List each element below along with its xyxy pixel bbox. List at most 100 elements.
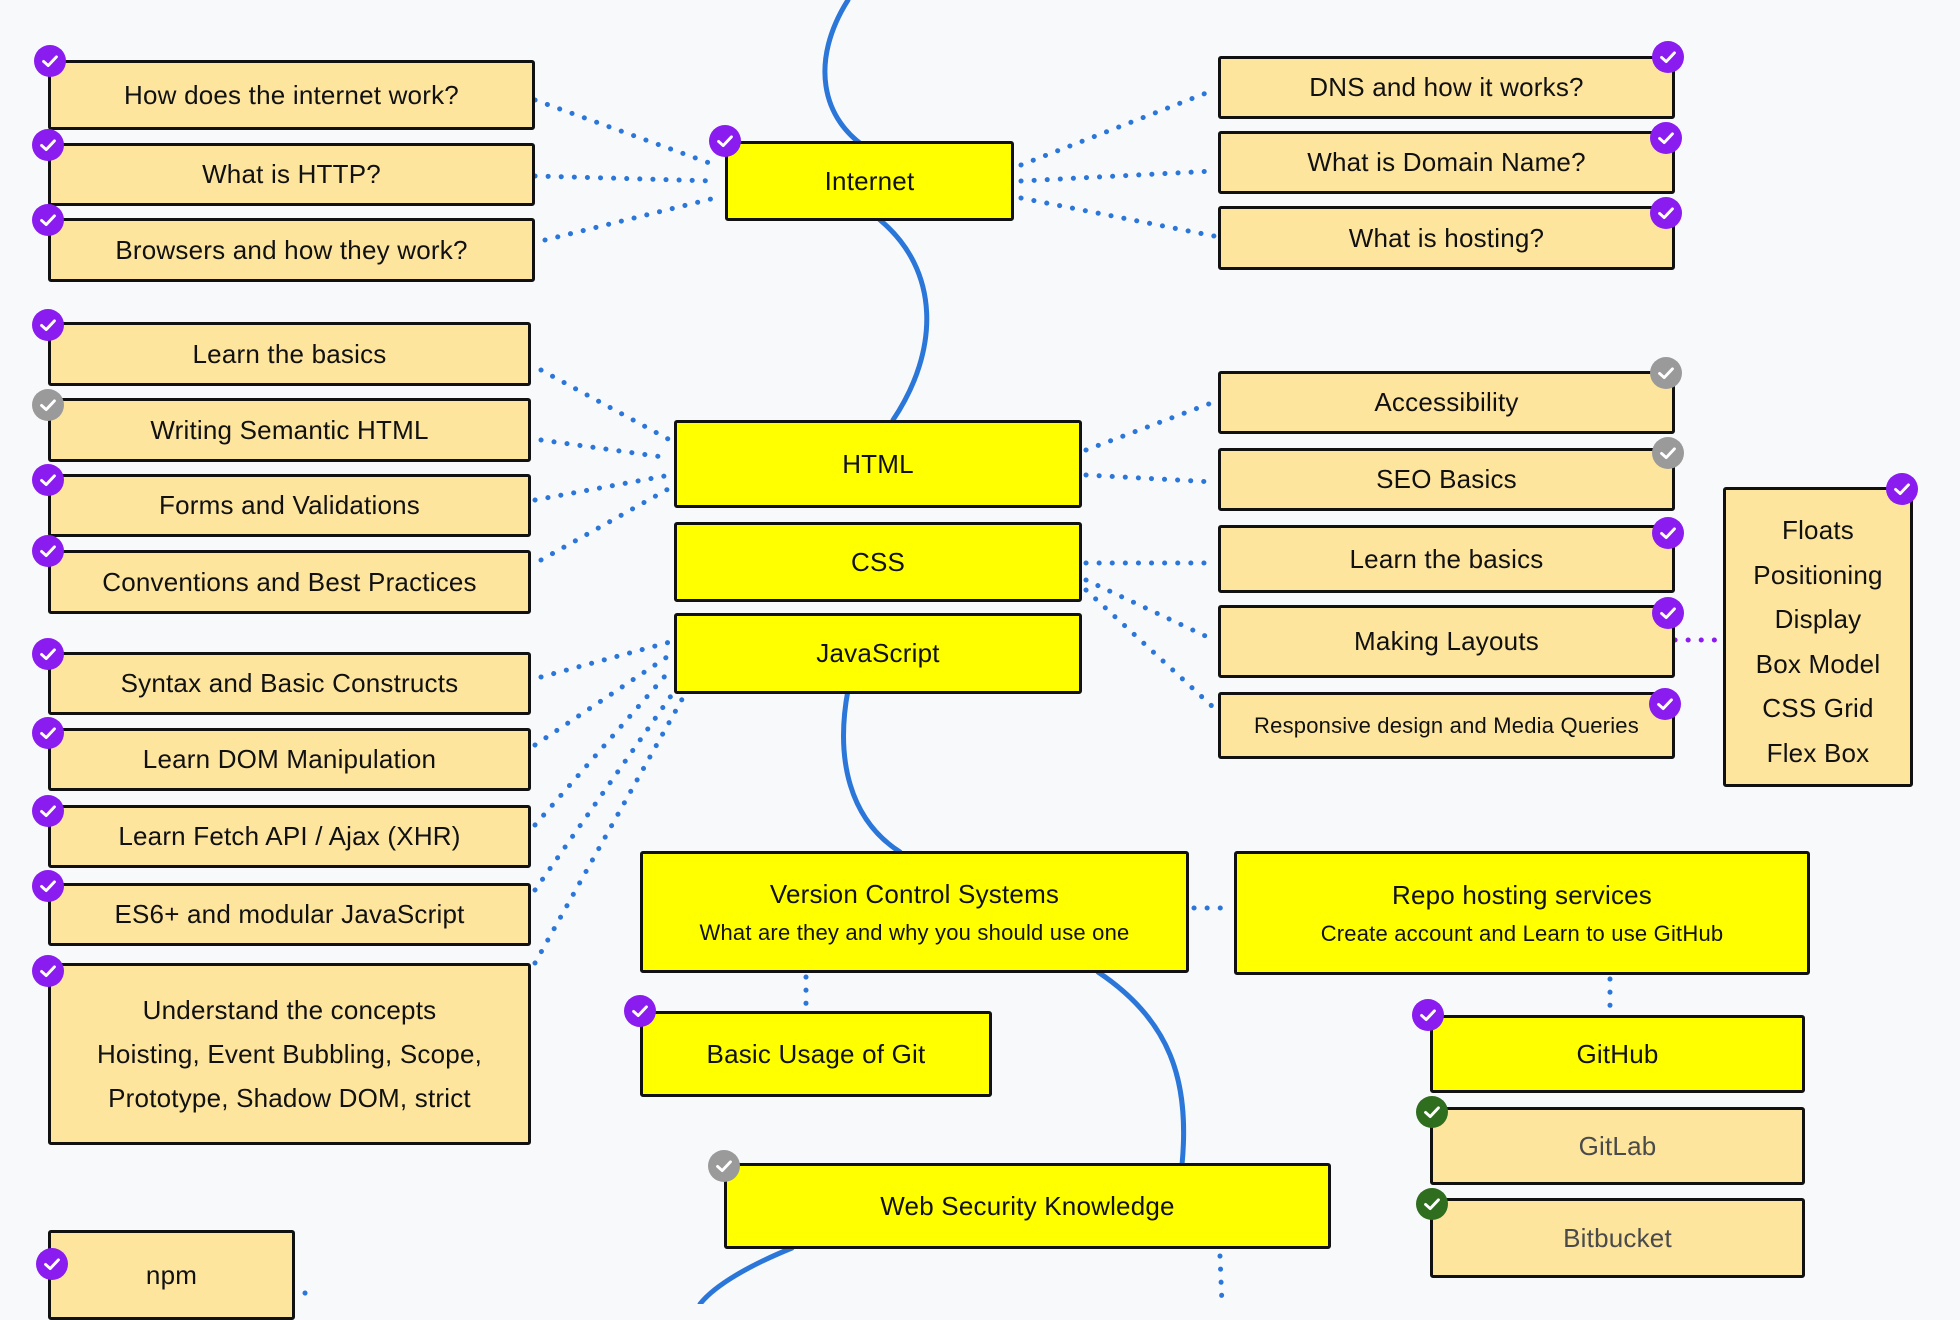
topic-fetch-api[interactable]: Learn Fetch API / Ajax (XHR) [48,805,531,868]
layout-item-css-grid[interactable]: CSS Grid [1762,693,1874,723]
dotted-connector-17 [532,652,673,748]
topic-label: What is hosting? [1348,222,1545,253]
roadmap-main-path [697,0,1187,1304]
done-check-icon[interactable] [1650,197,1682,229]
done-check-icon[interactable] [1652,517,1684,549]
topic-conventions[interactable]: Conventions and Best Practices [48,550,531,614]
done-check-icon[interactable] [32,535,64,567]
done-check-icon[interactable] [1412,999,1444,1031]
done-check-icon[interactable] [32,795,64,827]
topic-domain-name[interactable]: What is Domain Name? [1218,131,1675,194]
dotted-connector-14 [1083,587,1217,711]
skipped-check-icon[interactable] [1652,437,1684,469]
node-basic-git[interactable]: Basic Usage of Git [640,1011,992,1097]
layout-item-display[interactable]: Display [1774,604,1862,634]
concepts-title: Understand the concepts [142,995,437,1025]
dotted-connector-24 [1217,1253,1225,1304]
done-check-icon[interactable] [32,638,64,670]
topic-dns[interactable]: DNS and how it works? [1218,56,1675,119]
dotted-connector-6 [538,367,673,443]
alternative-check-icon[interactable] [1416,1188,1448,1220]
topic-es6-modular[interactable]: ES6+ and modular JavaScript [48,883,531,946]
alternative-check-icon[interactable] [1416,1096,1448,1128]
layout-topics-list[interactable]: Floats Positioning Display Box Model CSS… [1723,487,1913,787]
skipped-check-icon[interactable] [708,1150,740,1182]
layout-item-floats[interactable]: Floats [1781,515,1854,545]
done-check-icon[interactable] [32,309,64,341]
dotted-connector-2 [542,195,718,243]
node-html[interactable]: HTML [674,420,1082,508]
topic-accessibility[interactable]: Accessibility [1218,371,1675,434]
done-check-icon[interactable] [1649,688,1681,720]
done-check-icon[interactable] [709,125,741,157]
concepts-line-2: Hoisting, Event Bubbling, Scope, [96,1039,483,1069]
done-check-icon[interactable] [1652,597,1684,629]
done-check-icon[interactable] [32,955,64,987]
layout-item-flex-box[interactable]: Flex Box [1766,737,1870,768]
layout-item-box-model[interactable]: Box Model [1755,648,1881,679]
topic-label: How does the internet work? [124,79,459,110]
topic-label: Browsers and how they work? [115,234,468,265]
dotted-connector-1 [532,173,718,184]
topic-hosting[interactable]: What is hosting? [1218,206,1675,270]
dotted-connector-4 [1018,168,1217,184]
topic-label: Learn Fetch API / Ajax (XHR) [118,821,461,851]
web-security-label: Web Security Knowledge [880,1190,1175,1221]
node-javascript-label: JavaScript [816,638,940,668]
topic-label: What is Domain Name? [1307,147,1586,177]
done-check-icon[interactable] [32,204,64,236]
topic-seo-basics[interactable]: SEO Basics [1218,448,1675,511]
dotted-connector-7 [538,437,673,461]
node-javascript[interactable]: JavaScript [674,613,1082,694]
topic-js-concepts[interactable]: Understand the concepts Hoisting, Event … [48,963,531,1145]
dotted-connector-5 [1018,195,1217,239]
dotted-connector-10 [1083,399,1217,453]
done-check-icon[interactable] [1886,473,1918,505]
topic-dom-manipulation[interactable]: Learn DOM Manipulation [48,728,531,791]
done-check-icon[interactable] [32,464,64,496]
done-check-icon[interactable] [32,717,64,749]
skipped-check-icon[interactable] [32,389,64,421]
bitbucket-label: Bitbucket [1563,1222,1672,1253]
node-internet[interactable]: Internet [725,141,1014,221]
topic-what-is-http[interactable]: What is HTTP? [48,143,535,206]
done-check-icon[interactable] [1650,122,1682,154]
topic-label: Learn the basics [1349,543,1544,574]
node-version-control[interactable]: Version Control Systems What are they an… [640,851,1189,973]
dotted-connectors [302,87,1722,1304]
node-npm[interactable]: npm [48,1230,295,1320]
node-web-security[interactable]: Web Security Knowledge [724,1163,1331,1249]
topic-css-basics[interactable]: Learn the basics [1218,525,1675,593]
repo-hosting-subtitle: Create account and Learn to use GitHub [1320,920,1724,946]
topic-label: What is HTTP? [202,159,381,189]
done-check-icon[interactable] [34,45,66,77]
node-css[interactable]: CSS [674,522,1082,602]
topic-responsive-design[interactable]: Responsive design and Media Queries [1218,692,1675,759]
topic-how-internet-works[interactable]: How does the internet work? [48,60,535,130]
topic-semantic-html[interactable]: Writing Semantic HTML [48,398,531,462]
vcs-subtitle: What are they and why you should use one [699,919,1130,945]
dotted-connector-11 [1083,472,1217,485]
done-check-icon[interactable] [624,995,656,1027]
done-check-icon[interactable] [32,129,64,161]
topic-making-layouts[interactable]: Making Layouts [1218,605,1675,678]
topic-forms-validations[interactable]: Forms and Validations [48,474,531,537]
topic-label: Learn the basics [192,338,387,369]
topic-label: SEO Basics [1376,464,1517,494]
node-github[interactable]: GitHub [1430,1015,1805,1093]
node-gitlab[interactable]: GitLab [1430,1107,1805,1185]
github-label: GitHub [1576,1038,1659,1069]
node-bitbucket[interactable]: Bitbucket [1430,1198,1805,1278]
done-check-icon[interactable] [1652,41,1684,73]
dotted-connector-3 [1018,87,1217,168]
done-check-icon[interactable] [36,1248,68,1280]
node-repo-hosting[interactable]: Repo hosting services Create account and… [1234,851,1810,975]
topic-js-syntax[interactable]: Syntax and Basic Constructs [48,652,531,715]
topic-html-basics[interactable]: Learn the basics [48,322,531,386]
topic-browsers[interactable]: Browsers and how they work? [48,218,535,282]
skipped-check-icon[interactable] [1650,357,1682,389]
layout-item-positioning[interactable]: Positioning [1753,559,1883,590]
dotted-connector-13 [1083,577,1217,643]
done-check-icon[interactable] [32,870,64,902]
gitlab-label: GitLab [1578,1130,1657,1161]
